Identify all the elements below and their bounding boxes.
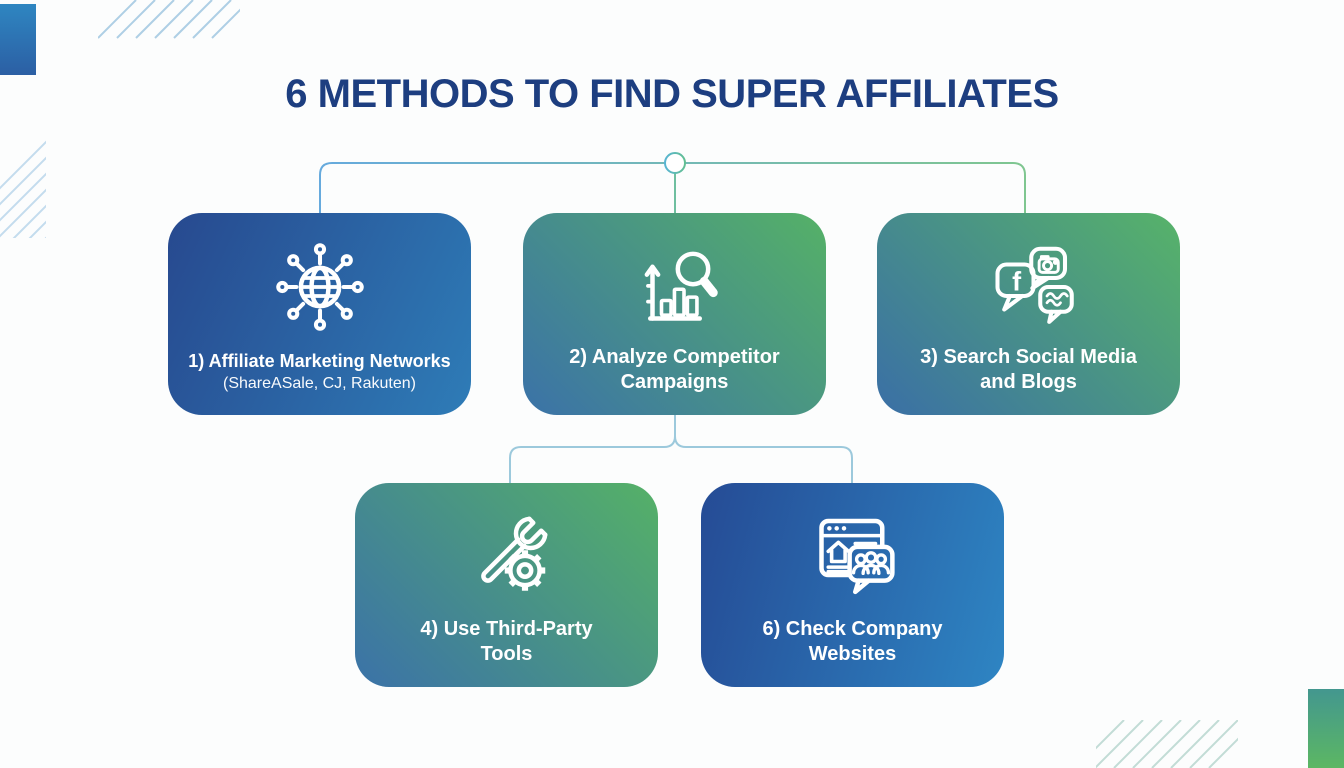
wrench-gear-icon (447, 499, 567, 615)
svg-text:f: f (1012, 266, 1022, 296)
card-label-line2: Websites (808, 643, 897, 665)
corner-square-top-left (0, 4, 36, 75)
diagonal-stripes-bottom-right (1096, 720, 1238, 768)
top-node-circle (664, 152, 686, 174)
browser-people-icon (793, 499, 913, 615)
card-analyze-competitor-campaigns: 2) Analyze Competitor Campaigns (523, 213, 826, 415)
card-label-line1: 3) Search Social Media (920, 346, 1137, 368)
network-globe-icon (260, 229, 380, 345)
card-label-line2: Campaigns (620, 371, 729, 393)
card-label-line1: 4) Use Third-Party (420, 618, 593, 640)
card-label: 4) Use Third-Party Tools (410, 617, 602, 687)
card-label: 2) Analyze Competitor Campaigns (559, 345, 789, 415)
card-label-line2: Tools (480, 643, 533, 665)
card-use-third-party-tools: 4) Use Third-Party Tools (355, 483, 658, 687)
card-label: 6) Check Company Websites (752, 617, 952, 687)
card-label-line2: and Blogs (980, 371, 1077, 393)
chart-magnifier-icon (615, 229, 735, 345)
diagonal-stripes-left (0, 140, 46, 238)
card-check-company-websites: 6) Check Company Websites (701, 483, 1004, 687)
infographic-title: 6 METHODS TO FIND SUPER AFFILIATES (285, 72, 1059, 116)
corner-square-bottom-right (1308, 689, 1344, 768)
card-label: 3) Search Social Media and Blogs (910, 345, 1147, 415)
card-search-social-media-blogs: f 3) Search Social Media and Blog (877, 213, 1180, 415)
card-label-line2: (ShareASale, CJ, Rakuten) (223, 375, 416, 392)
social-bubbles-icon: f (969, 229, 1089, 345)
card-label-line1: 2) Analyze Competitor (569, 346, 780, 368)
diagonal-stripes-top-left (98, 0, 240, 39)
card-label-line1: 1) Affiliate Marketing Networks (188, 351, 451, 371)
card-affiliate-marketing-networks: 1) Affiliate Marketing Networks (ShareAS… (168, 213, 471, 415)
card-label: 1) Affiliate Marketing Networks (ShareAS… (178, 349, 460, 415)
card-label-line1: 6) Check Company (762, 618, 943, 640)
